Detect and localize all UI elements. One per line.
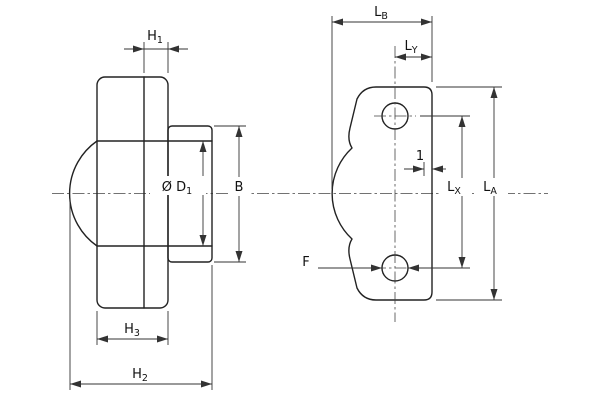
dim-ly: LY xyxy=(395,39,432,61)
dim-label-f: F xyxy=(302,255,309,270)
dim-lx: LX xyxy=(420,115,472,269)
dim-label-ly: LY xyxy=(404,39,417,56)
label-mask xyxy=(474,178,508,196)
dim-label-h2: H2 xyxy=(132,367,148,384)
flange-outline xyxy=(331,86,433,301)
dim-h2: H2 xyxy=(69,199,213,390)
dim-b: B xyxy=(214,125,249,263)
dim-label-b: B xyxy=(235,180,244,195)
dim-h3: H3 xyxy=(96,311,169,345)
port-boss-arc xyxy=(68,140,98,247)
dim-label-one: 1 xyxy=(416,149,424,164)
dim-label-h1: H1 xyxy=(147,29,163,46)
dim-label-la: LA xyxy=(483,180,497,197)
label-mask xyxy=(229,177,249,196)
dim-one: 1 xyxy=(404,149,446,176)
dim-f: F xyxy=(302,255,426,272)
dim-h1: H1 xyxy=(124,29,188,73)
dim-label-lb: LB xyxy=(374,5,388,22)
dim-label-h3: H3 xyxy=(124,322,140,339)
dim-d1: Ø D1 xyxy=(150,141,207,246)
front-view xyxy=(331,46,433,322)
dim-label-lx: LX xyxy=(447,180,461,197)
label-mask xyxy=(440,178,472,196)
label-mask xyxy=(150,176,206,195)
dim-label-d1: Ø D1 xyxy=(162,180,192,197)
dim-lb: LB xyxy=(331,5,433,189)
dim-la: LA xyxy=(436,86,508,301)
